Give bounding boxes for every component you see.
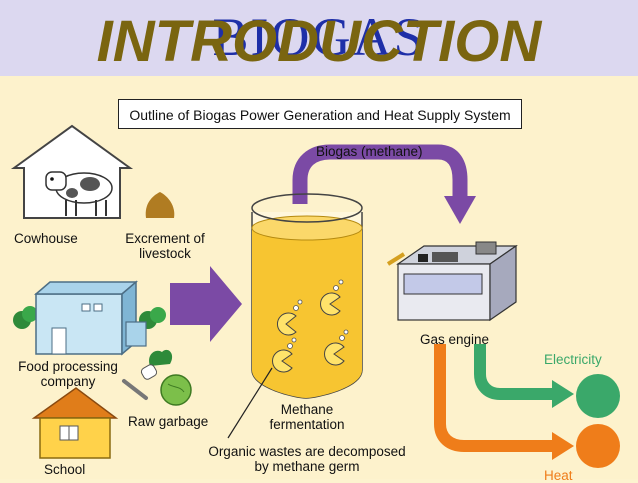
food-company-label-line2: company (40, 374, 96, 389)
school-label: School (44, 462, 86, 477)
gas-engine-label: Gas engine (420, 332, 490, 347)
methane-label-line1: Methane (280, 402, 334, 417)
school-icon (31, 387, 119, 459)
electricity-arrow (474, 344, 556, 400)
diagram-title: Outline of Biogas Power Generation and H… (118, 99, 522, 129)
biogas-arrow (292, 144, 468, 204)
heat-circle (576, 424, 620, 468)
organic-note-line1: Organic wastes are decomposed (208, 444, 406, 459)
raw-garbage-icon (122, 349, 192, 406)
fermentation-tank (251, 193, 363, 399)
waste-input-arrow (170, 266, 242, 342)
food-company-label-line1: Food processing (18, 359, 118, 374)
cowhouse-icon (10, 124, 134, 219)
note-pointer (227, 367, 273, 439)
biogas-label: Biogas (methane) (316, 144, 423, 159)
factory-icon (13, 280, 166, 356)
electricity-label: Electricity (544, 352, 602, 367)
slide-title: INTRODUCTION (96, 9, 542, 74)
raw-garbage-label: Raw garbage (128, 414, 209, 429)
excrement-label-line2: livestock (139, 246, 191, 261)
diagram-artwork (10, 124, 620, 468)
biogas-diagram: Outline of Biogas Power Generation and H… (0, 76, 638, 483)
heat-label: Heat (544, 468, 573, 483)
electricity-circle (576, 374, 620, 418)
methane-label-line2: fermentation (269, 417, 345, 432)
title-band (0, 0, 638, 76)
excrement-icon (145, 192, 175, 218)
organic-note-line2: by methane germ (254, 459, 360, 474)
title-behind-text: BIOGAS (212, 7, 426, 67)
excrement-label-line1: Excrement of (125, 231, 205, 246)
heat-arrow (434, 344, 556, 452)
cowhouse-label: Cowhouse (14, 231, 78, 246)
gas-engine-icon (386, 241, 518, 322)
